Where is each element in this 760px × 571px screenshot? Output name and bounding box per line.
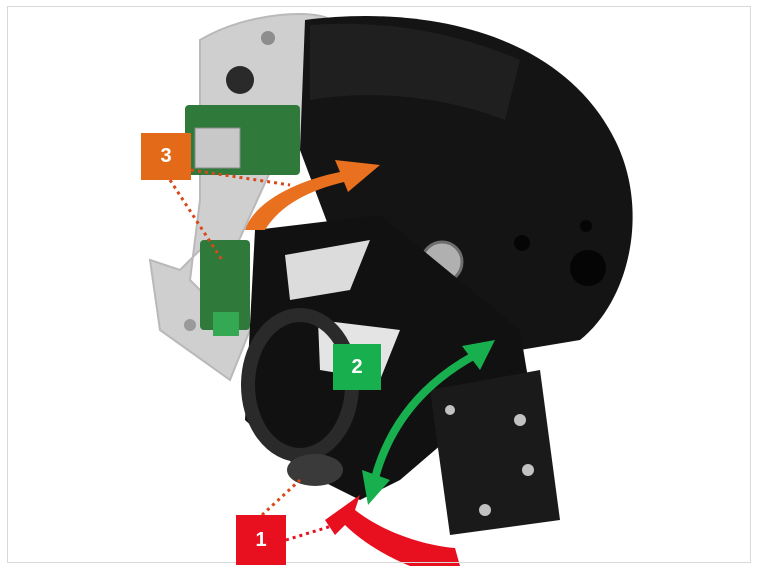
arrowhead-icon xyxy=(462,340,495,370)
rotation-arrow-orange-icon xyxy=(245,160,380,230)
sd-card-slot xyxy=(194,127,241,169)
lens-screw xyxy=(479,504,491,516)
lens-screw xyxy=(514,414,526,426)
leader-line-1 xyxy=(285,523,336,542)
lens-module xyxy=(430,370,560,535)
mount-hole xyxy=(184,319,196,331)
housing-hole xyxy=(580,220,592,232)
callout-badge-2: 2 xyxy=(333,344,381,390)
lens-screw xyxy=(522,464,534,476)
housing-port xyxy=(570,250,606,286)
callout-label: 2 xyxy=(351,355,363,378)
callout-label: 3 xyxy=(160,145,172,167)
tilt-arrow-green-icon xyxy=(368,351,477,491)
mount-screw xyxy=(226,66,254,94)
leader-line-3 xyxy=(190,168,291,187)
callout-badge-1: 1 xyxy=(236,515,286,565)
base-knob xyxy=(287,454,343,486)
terminal-block xyxy=(213,312,239,336)
ribbon-cable xyxy=(285,240,370,300)
image-frame xyxy=(7,6,751,563)
housing-top xyxy=(310,23,520,121)
rotation-arrow-red-icon xyxy=(325,495,460,566)
pcb-lower xyxy=(200,240,250,330)
leader-line-3 xyxy=(168,179,224,261)
callout-label: 1 xyxy=(255,528,267,551)
arrowhead-icon xyxy=(362,470,390,505)
housing-hole xyxy=(514,235,530,251)
leader-line-1 xyxy=(260,478,302,517)
lens-screw xyxy=(445,405,455,415)
callout-badge-3: 3 xyxy=(141,133,191,180)
mount-hole xyxy=(261,31,275,45)
